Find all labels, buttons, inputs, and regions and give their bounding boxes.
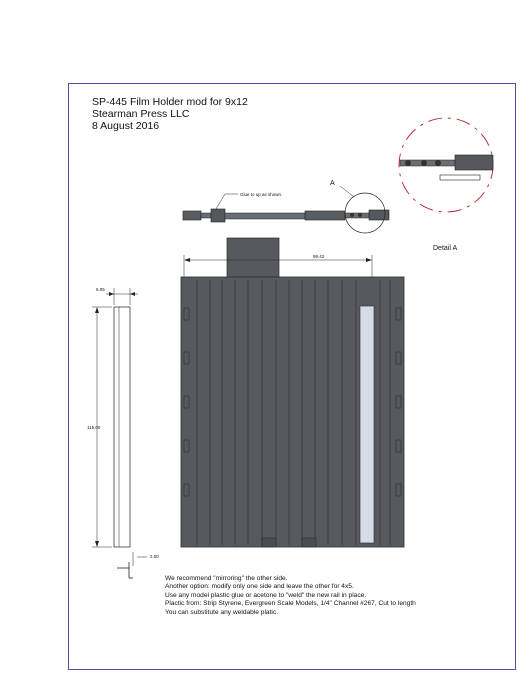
length-dimension-label: 115.00: [87, 425, 101, 430]
holder-side-view: [182, 208, 390, 223]
thickness-dimension-label: 6.05: [96, 287, 105, 292]
width-dimension-label: 99.42: [313, 254, 325, 259]
width-dimension: [183, 255, 373, 278]
small-dimension-label: 2.00: [150, 554, 159, 559]
glue-leader-line: [215, 193, 226, 210]
drawing-date: 8 August 2016: [92, 120, 160, 132]
rail-strip-view: [113, 306, 131, 548]
note-line: You can substitute any weldable platic.: [165, 608, 279, 616]
holder-top-tab: [226, 237, 280, 279]
title-block: SP-445 Film Holder mod for 9x12 Stearman…: [92, 96, 248, 132]
glue-callout-text: Glue to up as shown.: [240, 192, 282, 197]
detail-a-marker-circle: [344, 192, 386, 234]
rail-profile-section: [117, 552, 147, 579]
thickness-dimension: [106, 288, 138, 305]
note-line: Plactic from: Strip Styrene, Evergreen S…: [165, 600, 416, 608]
new-styrene-rail: [359, 305, 375, 544]
detail-a-marker-label: A: [330, 180, 335, 187]
note-line: Another option: modify only one side and…: [165, 583, 354, 591]
company-name: Stearman Press LLC: [92, 108, 190, 120]
length-dimension: [92, 306, 112, 548]
note-line: We recommend "mirroring" the other side.: [165, 575, 288, 582]
drawing-title: SP-445 Film Holder mod for 9x12: [92, 96, 248, 108]
detail-a-view: [398, 117, 494, 213]
notes-block: We recommend "mirroring" the other side.…: [165, 575, 416, 617]
detail-a-caption: Detail A: [433, 245, 457, 252]
note-line: Use any model plastic glue or acetone to…: [165, 591, 367, 599]
